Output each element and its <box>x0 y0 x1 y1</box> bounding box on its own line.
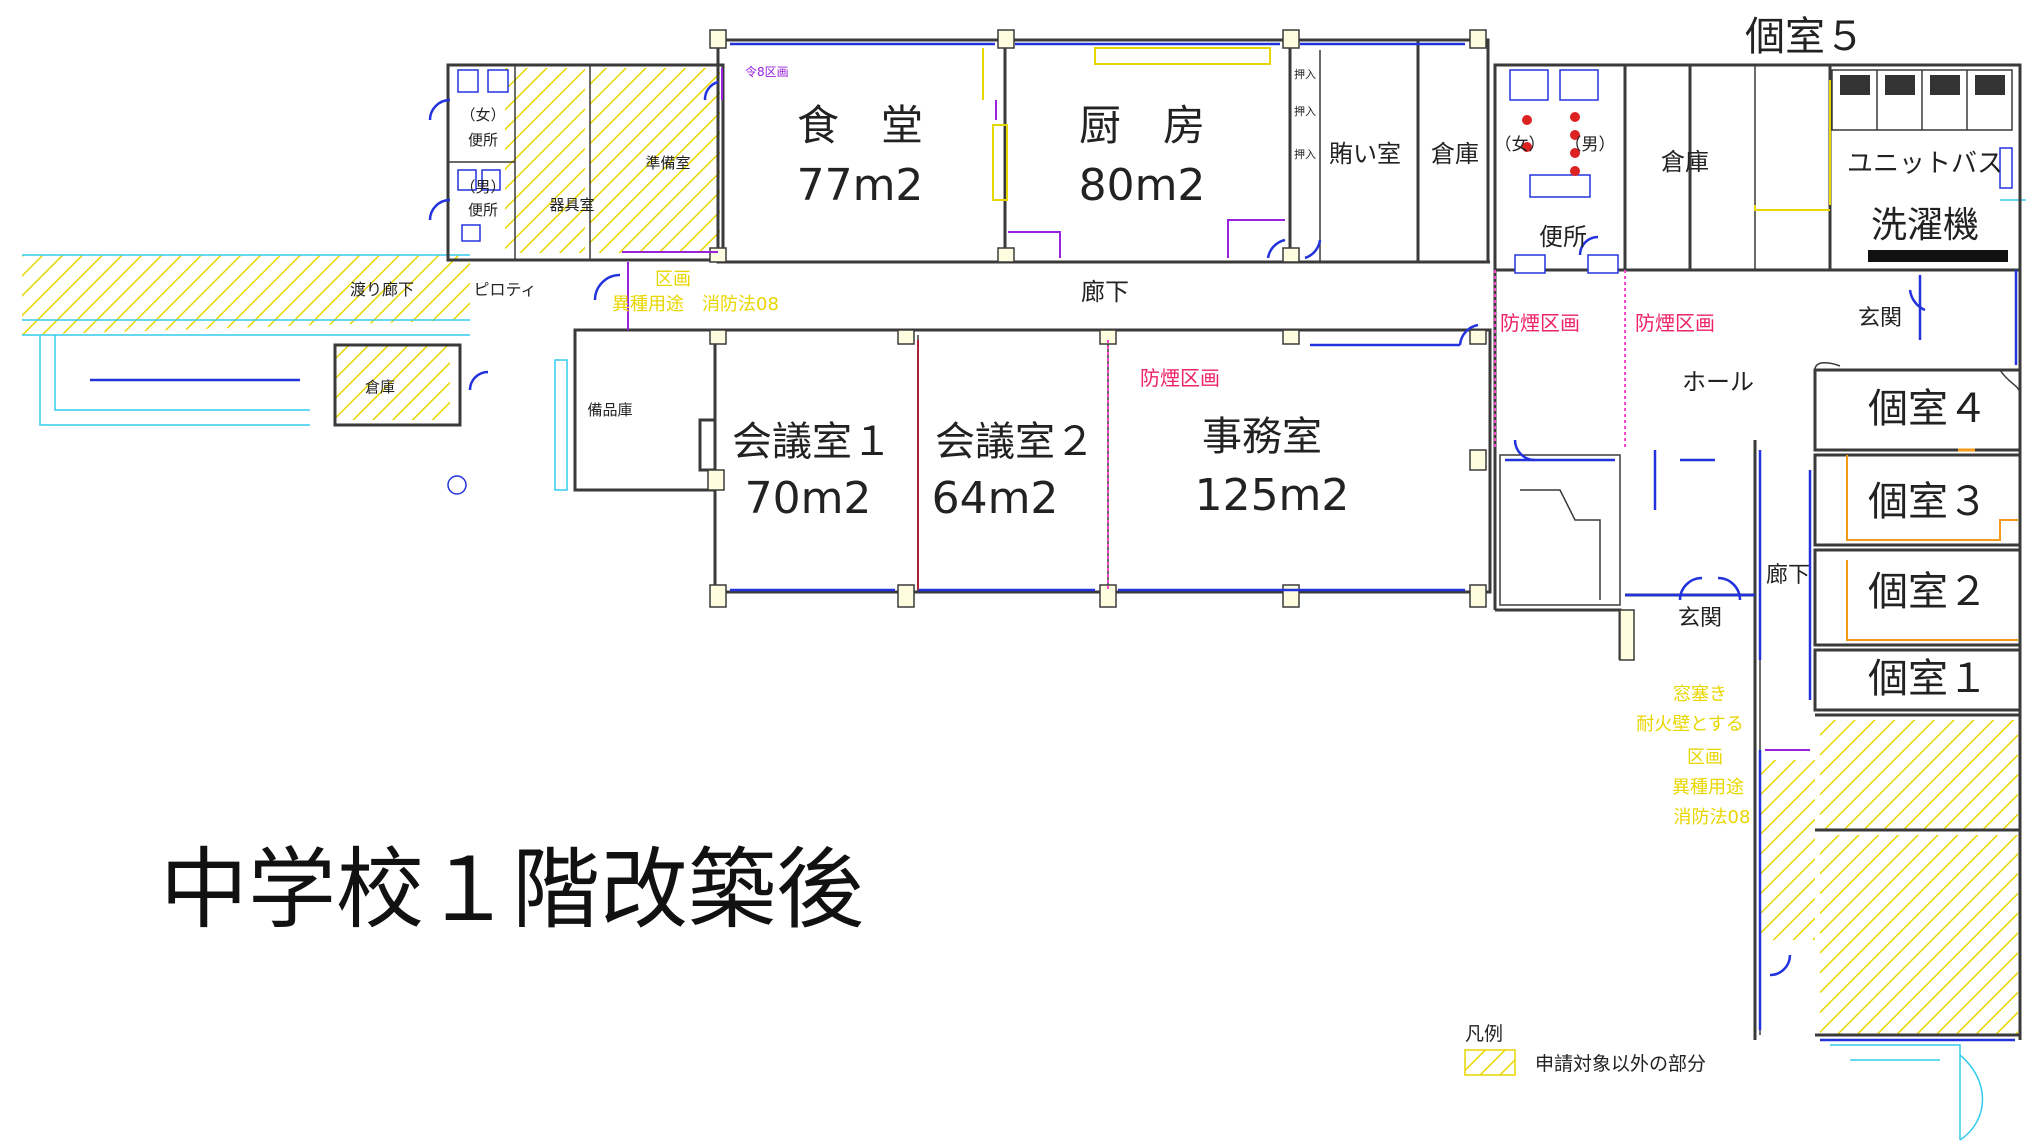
unit-bath-fixtures <box>1831 69 2013 262</box>
toilet-men-short: （男） <box>1565 135 1616 155</box>
kukaku-top: 区画 <box>655 269 691 290</box>
mens-label: （男） <box>460 178 505 196</box>
corridor-main: 廊下 <box>1081 278 1129 306</box>
womens-toilet: 便所 <box>468 131 498 149</box>
closet-2: 押入 <box>1294 104 1316 118</box>
legend-heading: 凡例 <box>1465 1023 1503 1045</box>
supply-storage: 備品庫 <box>587 401 632 419</box>
toilet-fixtures <box>457 69 1619 274</box>
kitchen-name: 厨 房 <box>1079 101 1205 150</box>
smoke-label-1: 防煙区画 <box>1140 366 1220 390</box>
womens-label: （女） <box>460 106 505 124</box>
shobo-right: 消防法08 <box>1674 807 1751 828</box>
private-2: 個室２ <box>1868 569 1988 615</box>
storage-b: 倉庫 <box>1661 148 1709 176</box>
private-1: 個室１ <box>1868 656 1988 702</box>
annotations: 令8区画 区画 異種用途 消防法08 防煙区画 防煙区画 防煙区画 窓塞き 耐火… <box>612 64 1750 828</box>
drawing-title: 中学校１階改築後 <box>160 838 864 941</box>
toilet-women-short: （女） <box>1495 135 1546 155</box>
hall: ホール <box>1682 368 1754 396</box>
smoke-label-3: 防煙区画 <box>1635 311 1715 335</box>
private-3: 個室３ <box>1868 479 1988 525</box>
detail-lines <box>622 47 2018 751</box>
office-name: 事務室 <box>1202 414 1322 460</box>
legend: 凡例 申請対象以外の部分 <box>1465 1023 1706 1075</box>
meeting2-name: 会議室２ <box>935 419 1095 465</box>
rei8-label: 令8区画 <box>745 64 789 79</box>
closet-1: 押入 <box>1294 67 1316 81</box>
room-labels: 食 堂 77m2 厨 房 80m2 会議室１ 70m2 会議室２ 64m2 事務… <box>350 14 2003 702</box>
equipment-room: 器具室 <box>549 196 594 214</box>
piloti: ピロティ <box>473 280 536 299</box>
walkway-outline <box>22 199 2026 1141</box>
ishu-top: 異種用途 消防法08 <box>612 294 779 315</box>
smoke-label-2: 防煙区画 <box>1500 311 1580 335</box>
window-wall-line2: 耐火壁とする <box>1636 714 1743 735</box>
unit-bath: ユニットバス <box>1847 149 2003 179</box>
private-4: 個室４ <box>1868 386 1988 432</box>
toilet-center: 便所 <box>1539 223 1587 251</box>
entrance-b: 玄関 <box>1678 606 1722 631</box>
entrance-a: 玄関 <box>1858 306 1902 331</box>
storage-c: 倉庫 <box>365 378 395 396</box>
meeting1-area: 70m2 <box>745 473 872 524</box>
window-wall-line1: 窓塞き <box>1673 684 1727 705</box>
door-swings <box>428 80 1926 977</box>
ishu-right: 異種用途 <box>1672 777 1744 798</box>
kukaku-right: 区画 <box>1687 747 1723 768</box>
smoke-partitions <box>917 270 1626 590</box>
legend-item: 申請対象以外の部分 <box>1535 1053 1706 1075</box>
office-area: 125m2 <box>1195 470 1350 521</box>
meeting1-name: 会議室１ <box>732 419 892 465</box>
kitchen-area: 80m2 <box>1079 160 1206 211</box>
column-marker <box>447 475 467 495</box>
private-5: 個室５ <box>1745 14 1865 60</box>
hatched-areas <box>22 68 2018 1035</box>
storage-a: 倉庫 <box>1431 140 1479 168</box>
dining-name: 食 堂 <box>797 101 923 150</box>
prep-room: 準備室 <box>645 154 690 172</box>
legend-swatch <box>1464 1049 1516 1076</box>
pantry: 賄い室 <box>1329 140 1401 168</box>
washing-machine: 洗濯機 <box>1871 205 1979 246</box>
columns <box>707 29 1635 661</box>
meeting2-area: 64m2 <box>932 473 1059 524</box>
closet-3: 押入 <box>1294 147 1316 161</box>
mens-toilet: 便所 <box>468 201 498 219</box>
dining-area: 77m2 <box>797 160 924 211</box>
corridor-side: 廊下 <box>1766 563 1810 588</box>
walkway: 渡り廊下 <box>350 280 414 299</box>
